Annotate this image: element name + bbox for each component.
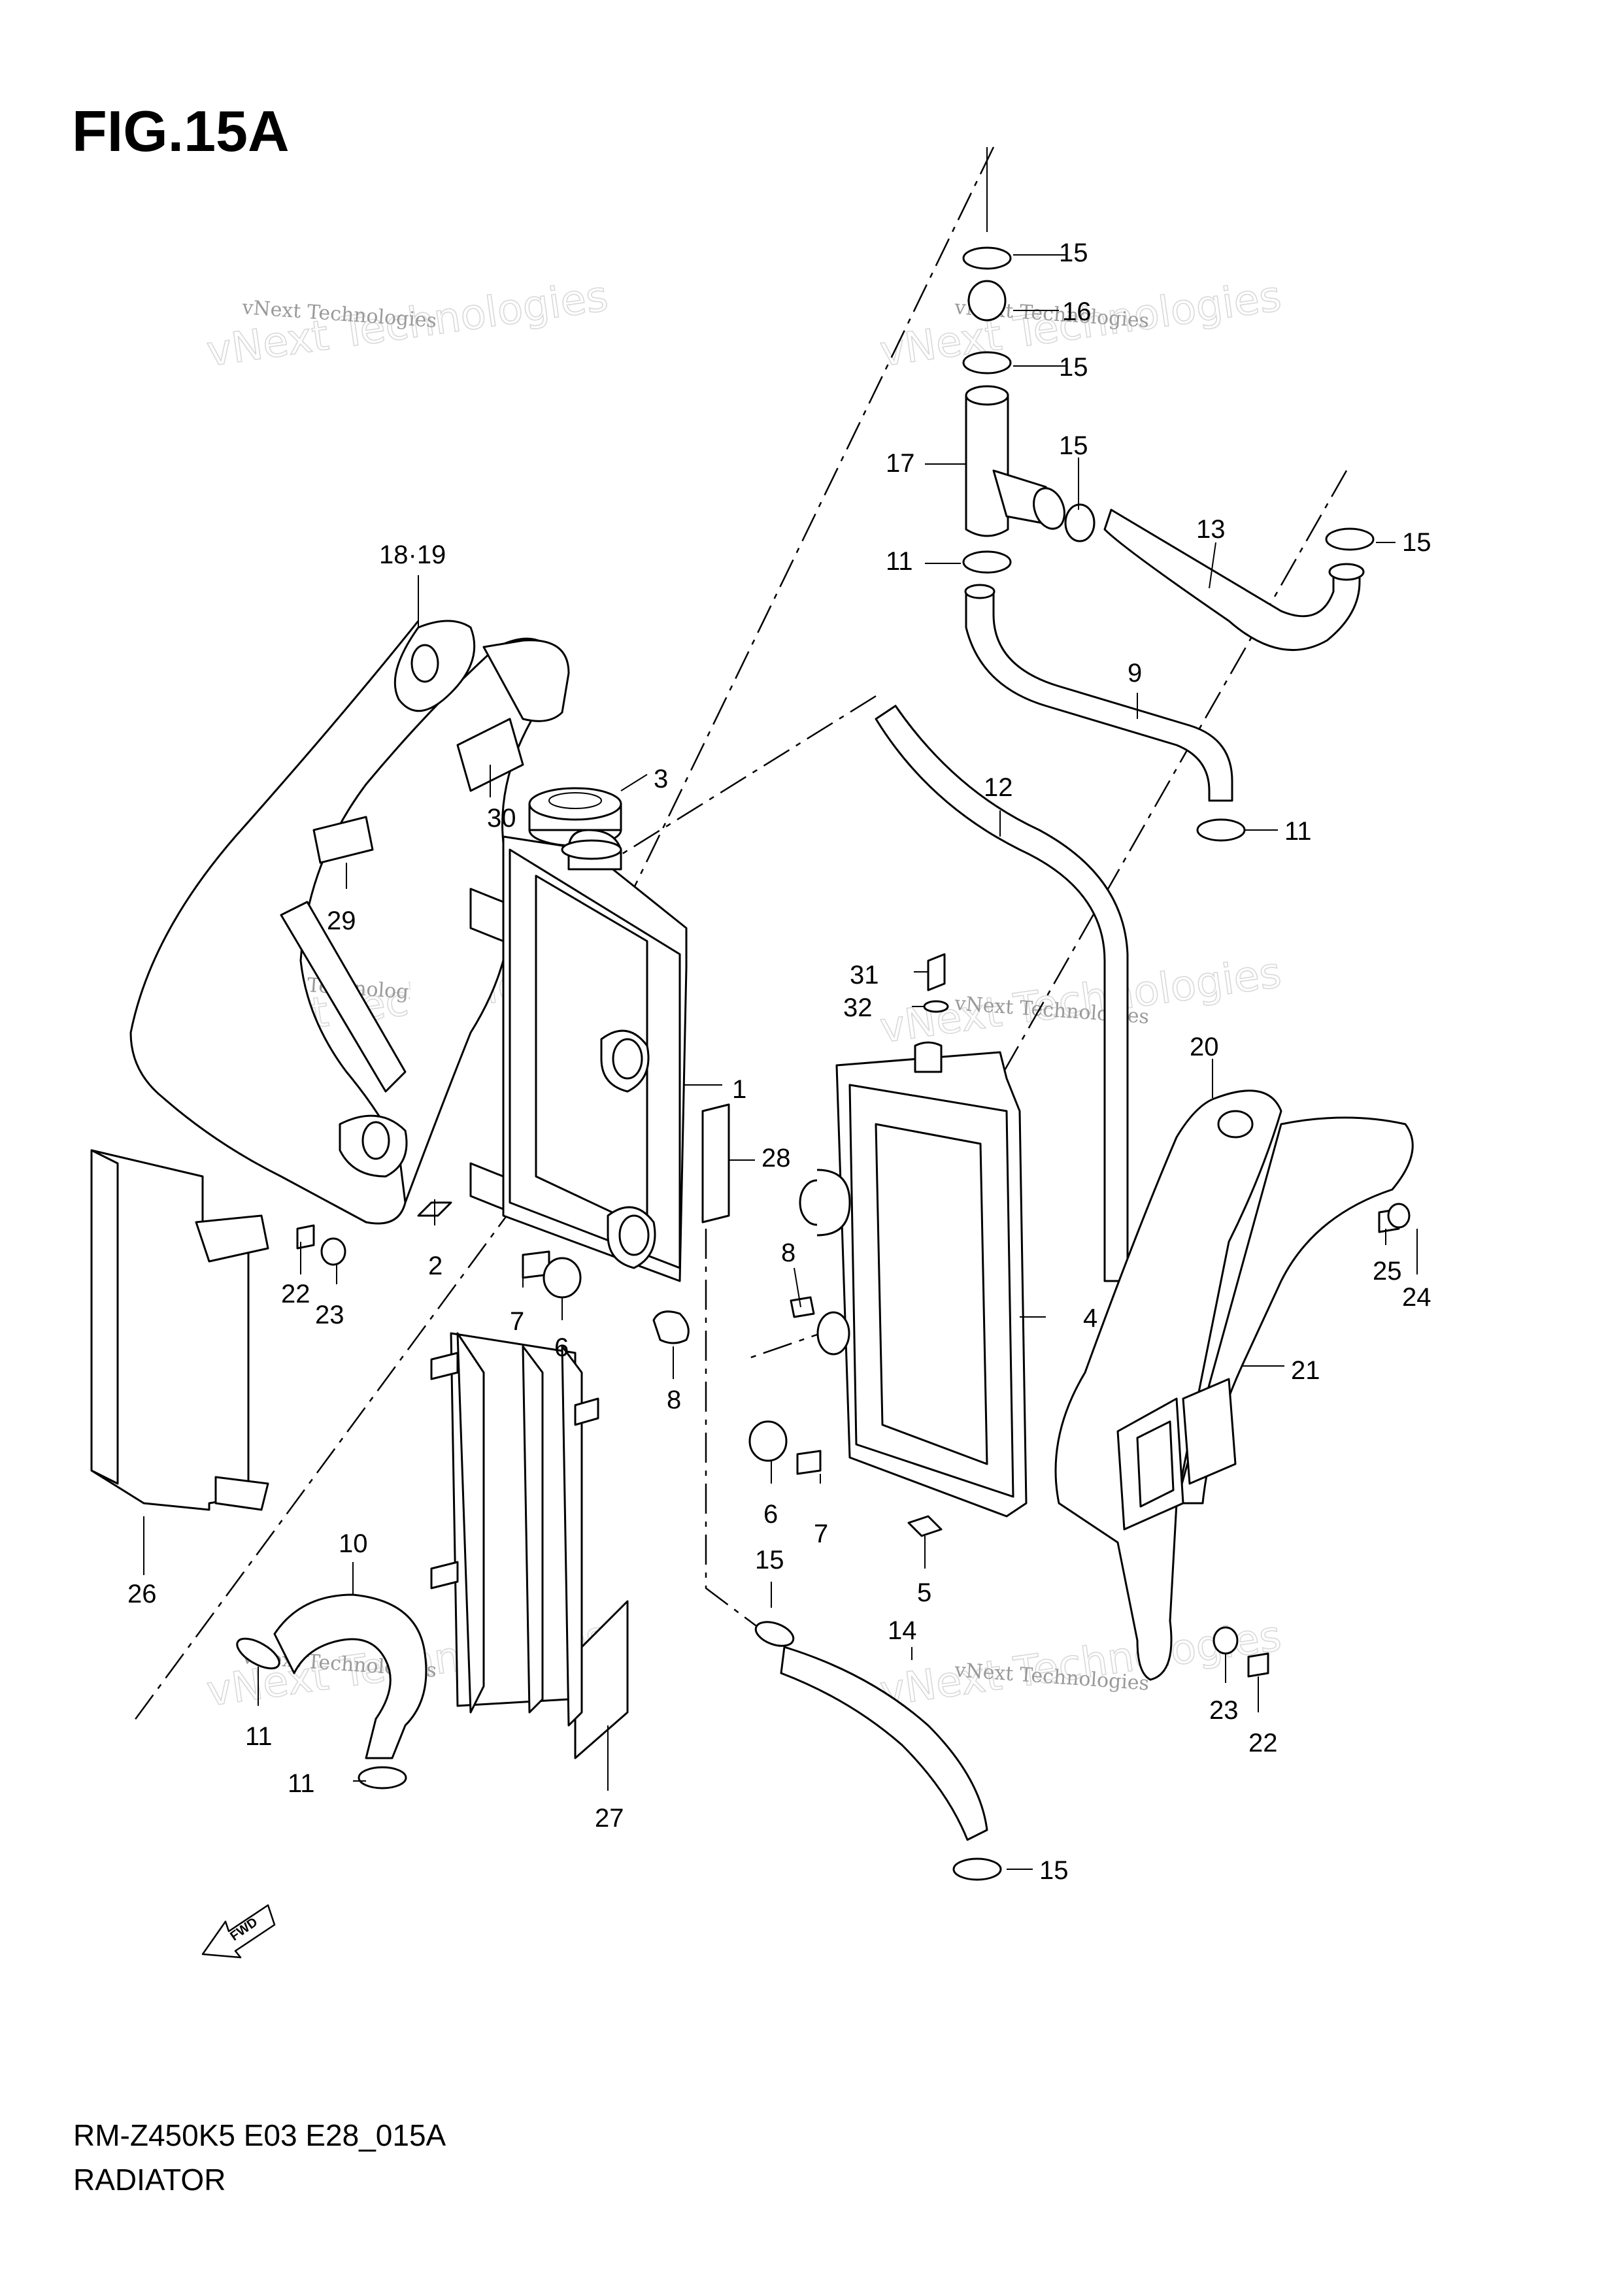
part-label: 27 bbox=[595, 1804, 624, 1833]
part-label: 21 bbox=[1291, 1356, 1320, 1385]
bolt-22 bbox=[1247, 1652, 1269, 1678]
bolt-31 bbox=[927, 953, 946, 991]
t-joint-17 bbox=[965, 394, 1009, 537]
hose-clamp bbox=[1196, 818, 1246, 842]
radiator-hose-13 bbox=[1103, 508, 1361, 652]
part-label: 14 bbox=[888, 1616, 917, 1645]
part-label: 15 bbox=[1059, 431, 1088, 460]
assembly-guide-lines bbox=[129, 146, 1348, 1726]
washer-23 bbox=[320, 1237, 346, 1266]
part-label: 8 bbox=[667, 1386, 681, 1414]
collar-8 bbox=[790, 1296, 815, 1318]
fittings bbox=[296, 953, 1411, 1678]
grommet-6 bbox=[543, 1257, 582, 1299]
part-label: 22 bbox=[1248, 1729, 1278, 1757]
upper-hose-assembly bbox=[962, 147, 1375, 842]
washer-23 bbox=[1213, 1626, 1239, 1655]
leader-lines bbox=[143, 254, 1418, 1870]
model-code: RM-Z450K5 E03 E28_015A bbox=[73, 2118, 446, 2152]
part-label: 7 bbox=[510, 1307, 524, 1336]
radiator-hose-14 bbox=[754, 1621, 1002, 1881]
part-label: 23 bbox=[315, 1301, 344, 1329]
label-28 bbox=[701, 1103, 730, 1223]
part-label: 32 bbox=[843, 993, 873, 1022]
assembly-name: RADIATOR bbox=[73, 2163, 226, 2197]
part-label: 29 bbox=[327, 907, 356, 935]
hose-16 bbox=[967, 280, 1007, 322]
grommet-6 bbox=[748, 1420, 788, 1462]
part-label: 25 bbox=[1373, 1257, 1402, 1286]
part-label: 1 bbox=[732, 1075, 746, 1104]
hose-clamp bbox=[1325, 527, 1375, 551]
bolt-7 bbox=[796, 1450, 822, 1475]
hose-clamp bbox=[962, 246, 1012, 270]
part-label: 26 bbox=[127, 1580, 157, 1608]
part-label: 9 bbox=[1128, 659, 1142, 688]
part-label: 24 bbox=[1402, 1283, 1431, 1312]
hose-clamp bbox=[1064, 503, 1096, 542]
part-label: 11 bbox=[245, 1722, 273, 1751]
figure-title: FIG.15A bbox=[72, 99, 290, 163]
part-label: 11 bbox=[288, 1769, 315, 1798]
radiator-shroud-right-20-21 bbox=[1054, 1090, 1414, 1681]
part-label: 17 bbox=[886, 449, 915, 478]
washer-25 bbox=[1387, 1203, 1411, 1229]
washer-32 bbox=[923, 1000, 949, 1013]
part-label: 20 bbox=[1190, 1033, 1219, 1061]
part-label: 3 bbox=[654, 765, 668, 793]
part-label: 2 bbox=[428, 1252, 443, 1280]
part-label: 6 bbox=[554, 1333, 569, 1362]
part-label: 8 bbox=[781, 1239, 795, 1267]
part-label: 13 bbox=[1196, 515, 1226, 544]
nut-5 bbox=[907, 1515, 943, 1537]
radiator-guard-26 bbox=[90, 1149, 269, 1511]
part-labels: 15 16 15 15 17 13 15 11 9 11 12 18·19 3 … bbox=[127, 239, 1431, 1885]
radiator-left-1 bbox=[469, 829, 688, 1282]
part-label: 12 bbox=[984, 773, 1013, 802]
part-label: 28 bbox=[761, 1144, 791, 1173]
hose-clamp bbox=[962, 351, 1012, 374]
sponge-29 bbox=[312, 816, 374, 864]
part-label: 30 bbox=[487, 804, 516, 833]
fwd-arrow-icon: FWD bbox=[201, 1904, 276, 1959]
part-label: 7 bbox=[814, 1520, 828, 1548]
part-label: 6 bbox=[763, 1500, 778, 1529]
part-label: 18·19 bbox=[379, 541, 446, 569]
hose-clamp bbox=[962, 550, 1012, 574]
part-label: 10 bbox=[339, 1529, 368, 1558]
collar-8 bbox=[652, 1310, 690, 1344]
part-label: 15 bbox=[755, 1546, 784, 1574]
bolt-22 bbox=[296, 1224, 315, 1250]
part-label: 15 bbox=[1039, 1856, 1069, 1885]
part-label: 22 bbox=[281, 1280, 310, 1308]
radiator-hose-12 bbox=[875, 705, 1129, 1282]
part-label: 5 bbox=[917, 1578, 931, 1607]
part-label: 15 bbox=[1059, 353, 1088, 382]
pad-30 bbox=[456, 718, 524, 792]
radiator-shroud-left-18-19 bbox=[129, 620, 570, 1225]
radiator-right-4 bbox=[799, 1041, 1028, 1518]
part-label: 23 bbox=[1209, 1696, 1239, 1725]
radiator-hose-9 bbox=[965, 590, 1233, 802]
part-label: 15 bbox=[1402, 528, 1431, 557]
part-label: 11 bbox=[1284, 817, 1312, 846]
part-label: 16 bbox=[1062, 297, 1092, 326]
part-label: 31 bbox=[850, 961, 879, 990]
part-label: 15 bbox=[1059, 239, 1088, 267]
part-label: 4 bbox=[1083, 1304, 1097, 1333]
radiator-guard-27 bbox=[430, 1332, 629, 1759]
part-label: 11 bbox=[886, 547, 913, 576]
